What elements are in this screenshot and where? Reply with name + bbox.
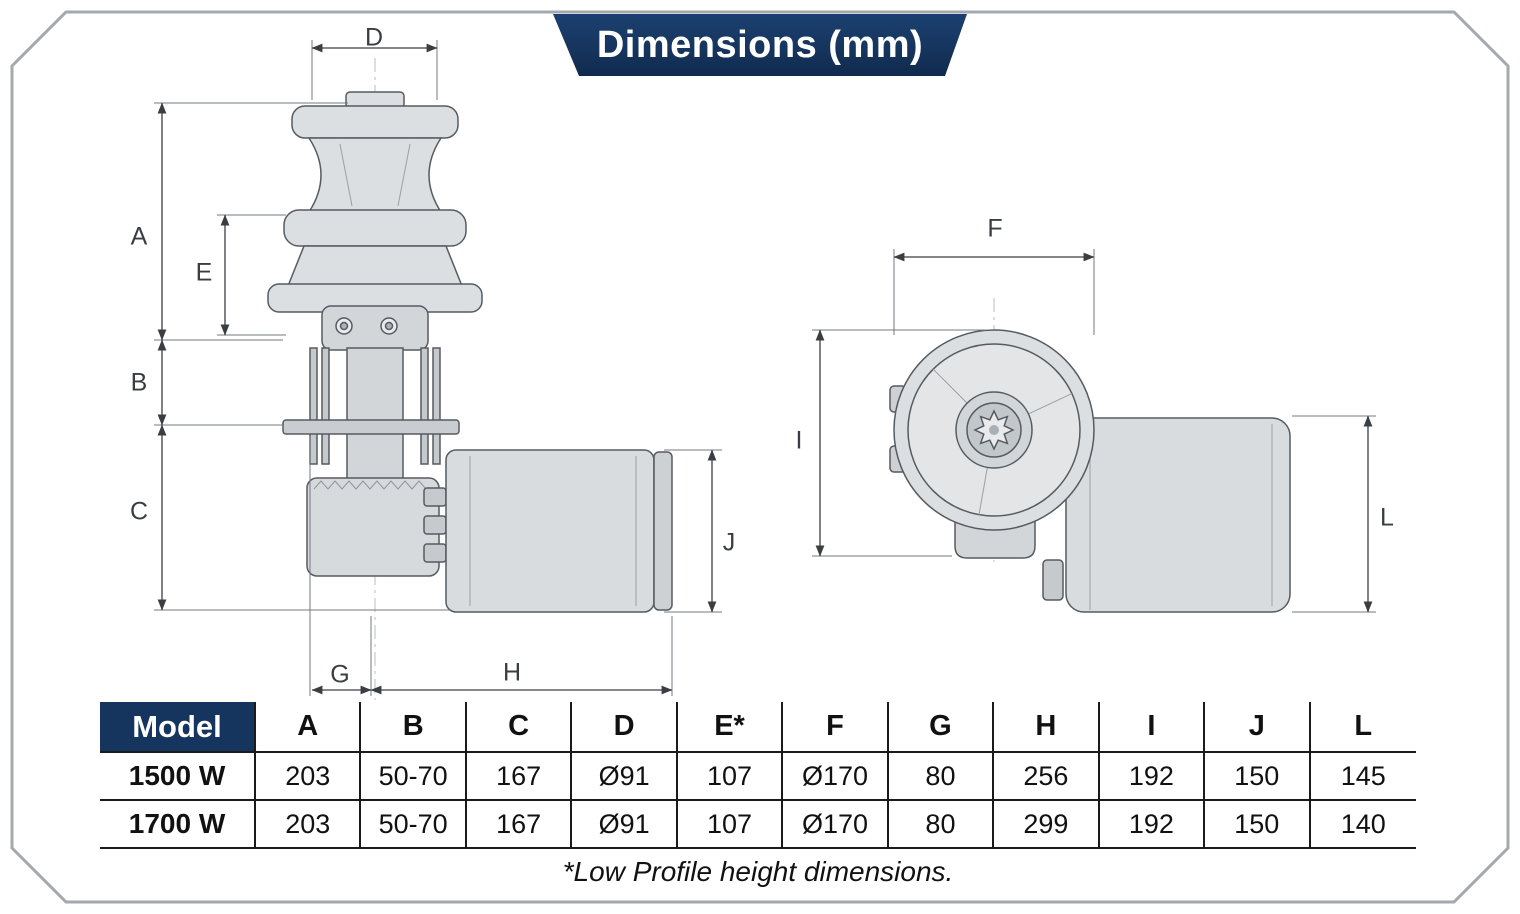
model-cell: 1500 W <box>100 753 256 799</box>
header-i: I <box>1100 702 1206 751</box>
model-cell: 1700 W <box>100 801 256 847</box>
table-cell: 203 <box>256 753 362 799</box>
table-cell: 150 <box>1205 801 1311 847</box>
table-cell: 167 <box>467 753 573 799</box>
header-a: A <box>256 702 362 751</box>
motor-side <box>1065 417 1291 613</box>
header-j: J <box>1205 702 1311 751</box>
table-cell: 192 <box>1100 753 1206 799</box>
dim-label-b: B <box>130 368 148 397</box>
dimensions-table: Model A B C D E* F G H I J L 1500 W 203 … <box>100 702 1416 849</box>
table-cell: 192 <box>1100 801 1206 847</box>
table-cell: Ø170 <box>783 801 889 847</box>
gearbox <box>306 477 447 577</box>
dim-label-a: A <box>130 222 148 251</box>
dim-label-l: L <box>1380 503 1394 532</box>
dim-label-i: I <box>795 426 803 455</box>
table-cell: 203 <box>256 801 362 847</box>
table-cell: 50-70 <box>361 753 467 799</box>
table-cell: 80 <box>889 801 995 847</box>
dim-label-d: D <box>364 23 384 52</box>
table-cell: 145 <box>1340 760 1386 791</box>
header-b: B <box>361 702 467 751</box>
table-cell: Ø170 <box>783 753 889 799</box>
page-title: Dimensions (mm) <box>596 23 924 66</box>
header-l: L <box>1354 710 1373 742</box>
motor-front <box>445 449 673 613</box>
table-header-row: Model A B C D E* F G H I J L <box>100 702 1416 751</box>
dim-label-g: G <box>330 660 350 689</box>
dim-label-c: C <box>129 497 149 526</box>
deck-plate <box>282 419 460 435</box>
page-border <box>10 10 1510 904</box>
table-cell: 299 <box>994 801 1100 847</box>
table-cell: Ø91 <box>572 753 678 799</box>
header-c: C <box>467 702 573 751</box>
table-cell: 80 <box>889 753 995 799</box>
dim-label-f: F <box>987 214 1003 243</box>
footnote: *Low Profile height dimensions. <box>562 856 954 887</box>
dim-label-j: J <box>722 528 736 557</box>
header-d: D <box>572 702 678 751</box>
table-cell: 140 <box>1340 808 1386 839</box>
header-h: H <box>994 702 1100 751</box>
deck-studs <box>309 347 441 483</box>
dimension-lines <box>154 40 1376 696</box>
side-view-drawing <box>889 298 1291 613</box>
header-model: Model <box>100 702 256 751</box>
title-banner: Dimensions (mm) <box>553 14 967 76</box>
table-cell: 167 <box>467 801 573 847</box>
table-cell: 107 <box>678 753 784 799</box>
dim-label-h: H <box>502 658 522 687</box>
table-cell: Ø91 <box>572 801 678 847</box>
table-row-1500w: 1500 W 203 50-70 167 Ø91 107 Ø170 80 256… <box>100 751 1416 799</box>
bottom-bolt <box>1042 559 1064 601</box>
table-cell: 150 <box>1205 753 1311 799</box>
table-cell: 50-70 <box>361 801 467 847</box>
header-g: G <box>889 702 995 751</box>
gear-housing-circle <box>893 329 1095 531</box>
header-f: F <box>783 702 889 751</box>
front-view-drawing <box>267 58 673 700</box>
capstan-drum <box>283 91 467 247</box>
header-e: E* <box>678 702 784 751</box>
table-row-1700w: 1700 W 203 50-70 167 Ø91 107 Ø170 80 299… <box>100 799 1416 847</box>
table-cell: 107 <box>678 801 784 847</box>
gypsy-section <box>267 245 483 351</box>
table-cell: 256 <box>994 753 1100 799</box>
dim-label-e: E <box>195 258 213 287</box>
